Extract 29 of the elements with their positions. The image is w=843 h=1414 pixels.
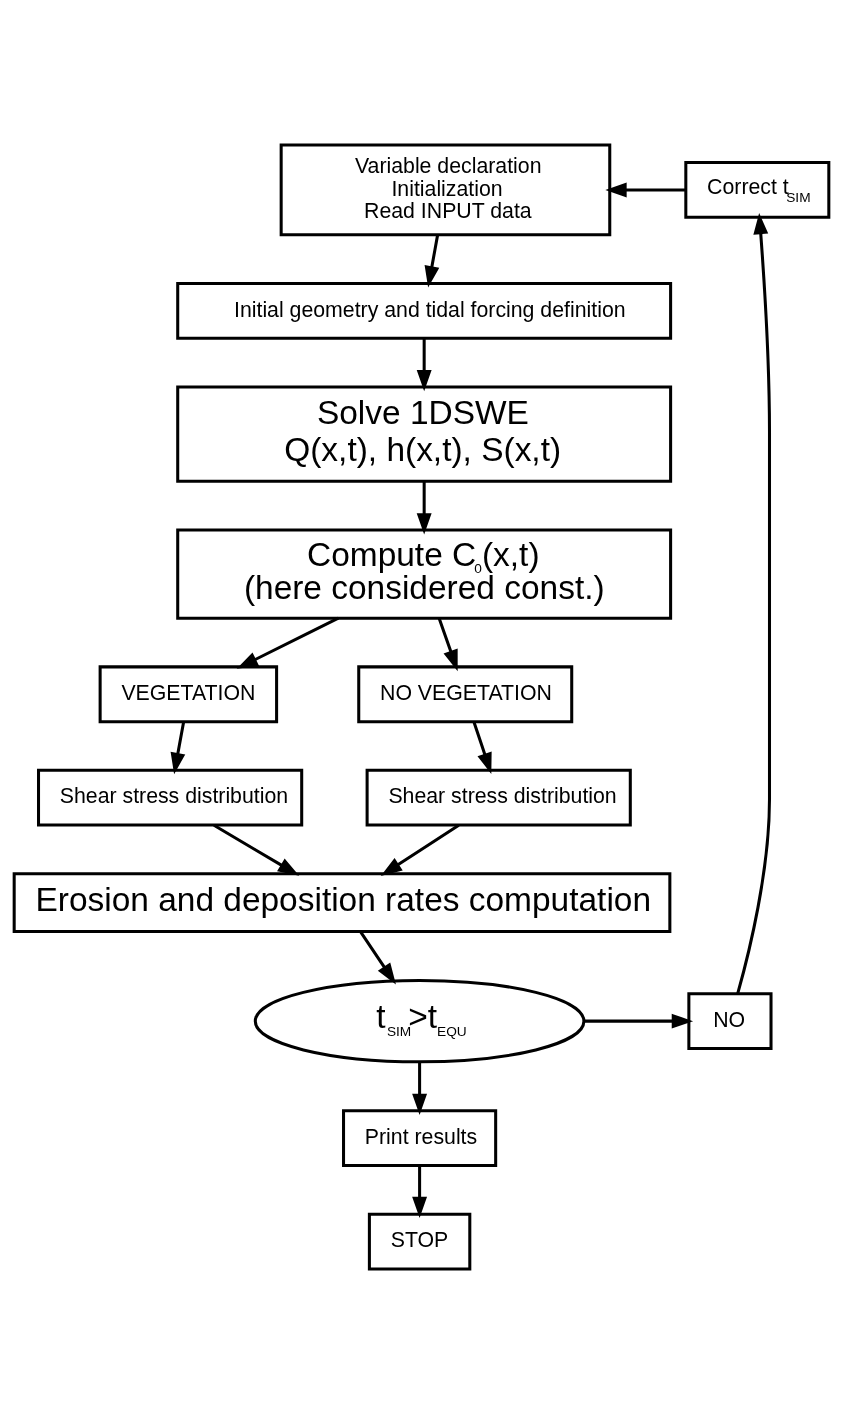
- arrow: [412, 1062, 428, 1116]
- node-box: Variable declaration Initialization Read INPUT data: [279, 143, 612, 237]
- node-box: Solve 1DSWE Q(x,t), h(x,t), S(x,t): [176, 385, 673, 483]
- node-box: NO: [687, 992, 773, 1051]
- arrow: [170, 721, 186, 775]
- arrow: [424, 235, 440, 288]
- arrow: [472, 721, 492, 774]
- node-box: VEGETATION: [98, 665, 279, 724]
- node-box: Shear stress distribution: [37, 768, 304, 827]
- arrow: [380, 823, 460, 876]
- arrow: [412, 1166, 428, 1219]
- node-box: Print results: [342, 1109, 498, 1167]
- node-box: Correct t$_{SIM}$: [684, 161, 831, 219]
- node-box: Shear stress distribution: [365, 768, 632, 827]
- arrow: [236, 616, 340, 669]
- arrow: [584, 1013, 694, 1029]
- arrow: [359, 931, 396, 985]
- node-ellipse: t$_{SIM}$>t$_{EQU}$: [253, 978, 586, 1064]
- arrow: [605, 182, 686, 198]
- node-box: Initial geometry and tidal forcing definition: [176, 282, 673, 340]
- arrow: [736, 212, 771, 994]
- arrow: [416, 338, 432, 392]
- arrow: [213, 823, 300, 876]
- arrow: [437, 618, 458, 672]
- node-box: Compute C$_{0}$(x,t) (here considered const.): [176, 528, 673, 620]
- node-box: NO VEGETATION: [357, 665, 574, 724]
- node-box: STOP: [367, 1212, 472, 1271]
- node-box: Erosion and deposition rates computation: [12, 872, 672, 934]
- arrow: [416, 482, 432, 535]
